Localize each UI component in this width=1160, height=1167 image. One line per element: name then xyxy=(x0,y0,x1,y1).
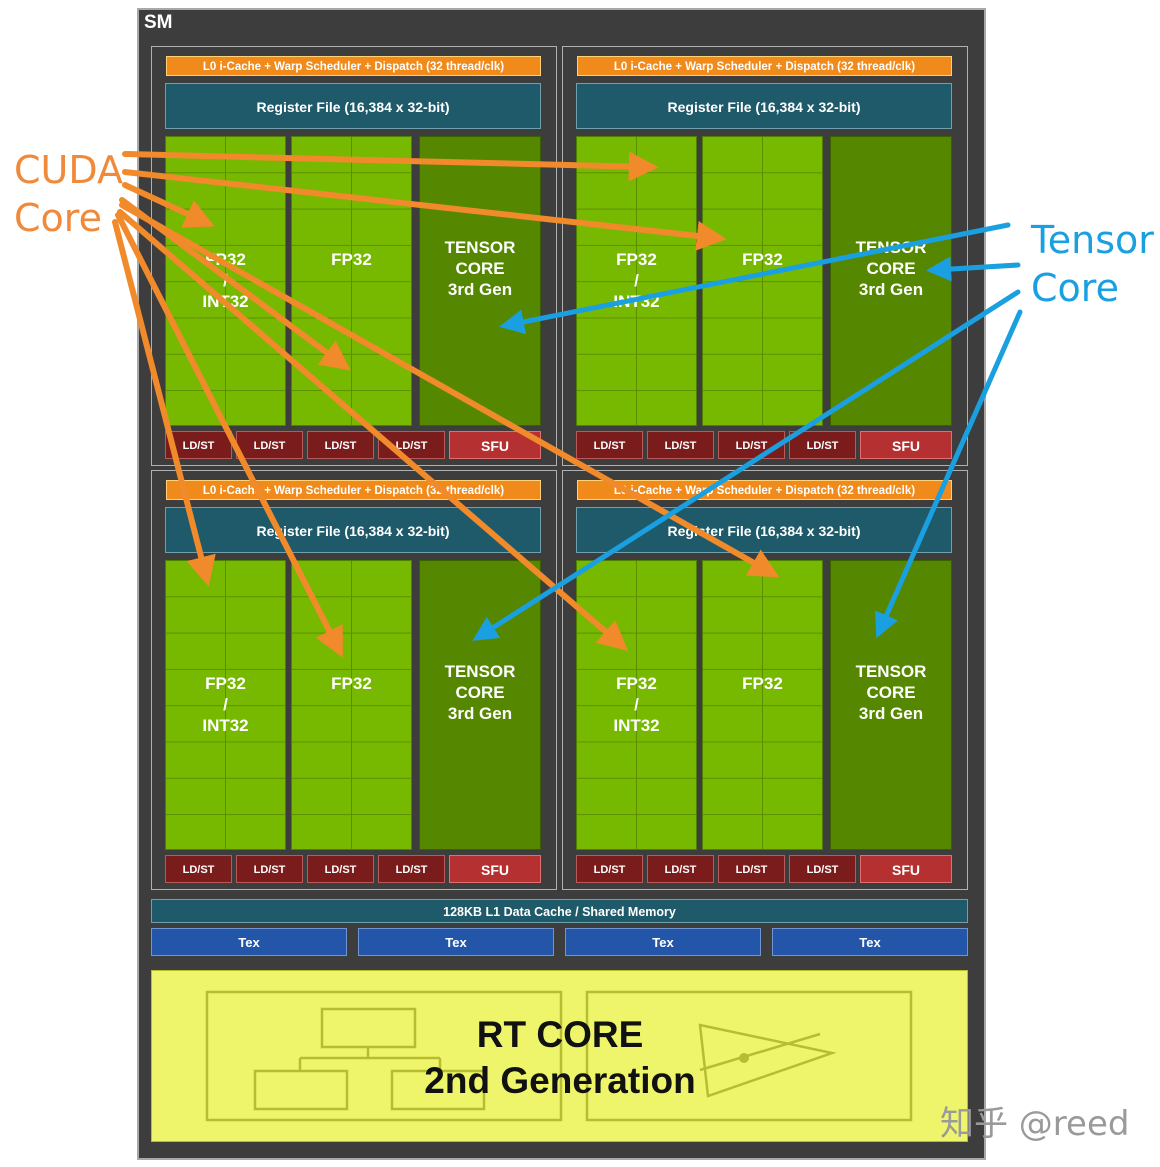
tex-unit: Tex xyxy=(565,928,761,956)
fp32-int32-label: FP32 / INT32 xyxy=(166,673,285,736)
cuda-arrow xyxy=(122,182,215,228)
unit-label-line: INT32 xyxy=(202,716,249,735)
ldst-unit: LD/ST xyxy=(718,855,785,883)
unit-label-line: INT32 xyxy=(613,716,660,735)
ldst-unit: LD/ST xyxy=(718,431,785,459)
unit-label-line: / xyxy=(634,695,639,714)
cuda-core-callout: CUDA Core xyxy=(14,146,123,242)
l1-data-cache: 128KB L1 Data Cache / Shared Memory xyxy=(151,899,968,923)
sm-partition xyxy=(151,470,557,890)
tensor-label-line: CORE xyxy=(455,259,505,278)
warp-scheduler-bar: L0 i-Cache + Warp Scheduler + Dispatch (… xyxy=(577,480,952,500)
tensor-core-unit: TENSOR CORE 3rd Gen xyxy=(419,136,541,426)
cuda-arrow xyxy=(119,202,780,578)
fp32-unit: FP32 xyxy=(702,136,823,426)
ldst-unit: LD/ST xyxy=(378,431,445,459)
tensor-core-label: TENSOR CORE 3rd Gen xyxy=(420,237,540,300)
tex-unit: Tex xyxy=(151,928,347,956)
cuda-arrow xyxy=(112,219,216,587)
tensor-callout-line2: Core xyxy=(1031,266,1119,310)
tensor-label-line: 3rd Gen xyxy=(447,280,513,299)
tex-unit: Tex xyxy=(772,928,968,956)
tensor-label-line: 3rd Gen xyxy=(447,704,513,723)
unit-label-line: FP32 xyxy=(616,674,657,693)
ldst-unit: LD/ST xyxy=(647,855,714,883)
ldst-unit: LD/ST xyxy=(789,855,856,883)
unit-label-line: FP32 xyxy=(616,250,657,269)
sfu-unit: SFU xyxy=(449,855,541,883)
tex-unit: Tex xyxy=(358,928,554,956)
cuda-callout-line2: Core xyxy=(14,196,102,240)
tensor-arrow xyxy=(499,222,1011,335)
ldst-unit: LD/ST xyxy=(647,431,714,459)
fp32-int32-unit: FP32/INT32 xyxy=(576,136,697,426)
tensor-label-line: 3rd Gen xyxy=(858,280,924,299)
sfu-unit: SFU xyxy=(860,431,952,459)
rt-core-title: RT CORE 2nd Generation xyxy=(360,1012,760,1104)
tensor-core-label: TENSOR CORE 3rd Gen xyxy=(420,661,540,724)
fp32-label: FP32 xyxy=(331,250,372,269)
cuda-arrow xyxy=(115,212,343,658)
fp32-int32-label: FP32 / INT32 xyxy=(577,673,696,736)
fp32-label: FP32 xyxy=(331,674,372,693)
cuda-arrow xyxy=(122,151,659,182)
rt-core-line2: 2nd Generation xyxy=(424,1060,696,1101)
rt-core-line1: RT CORE xyxy=(476,1014,644,1055)
fp32-label: FP32 xyxy=(742,674,783,693)
tensor-label-line: 3rd Gen xyxy=(858,704,924,723)
register-file: Register File (16,384 x 32-bit) xyxy=(165,507,541,553)
tensor-arrow xyxy=(926,256,1021,282)
tensor-core-label: TENSOR CORE 3rd Gen xyxy=(831,661,951,724)
sm-partition xyxy=(151,46,557,466)
ldst-unit: LD/ST xyxy=(576,855,643,883)
fp32-unit: FP32 xyxy=(291,136,412,426)
tensor-label-line: CORE xyxy=(866,259,916,278)
warp-scheduler-bar: L0 i-Cache + Warp Scheduler + Dispatch (… xyxy=(577,56,952,76)
tensor-core-unit: TENSOR CORE 3rd Gen xyxy=(419,560,541,850)
fp32-label: FP32 xyxy=(742,250,783,269)
unit-label-line: / xyxy=(223,695,228,714)
sfu-unit: SFU xyxy=(449,431,541,459)
cuda-arrow xyxy=(117,209,629,652)
fp32-unit: FP32 xyxy=(291,560,412,850)
sfu-unit: SFU xyxy=(860,855,952,883)
tensor-arrow xyxy=(875,309,1023,639)
fp32-int32-unit: FP32 / INT32 xyxy=(165,560,286,850)
tensor-label-line: CORE xyxy=(866,683,916,702)
sm-partition xyxy=(562,470,968,890)
ldst-unit: LD/ST xyxy=(236,431,303,459)
ldst-unit: LD/ST xyxy=(378,855,445,883)
tensor-callout-line1: Tensor xyxy=(1031,218,1154,262)
sm-partition xyxy=(562,46,968,466)
unit-label-line: / xyxy=(634,271,639,290)
fp32-unit: FP32 xyxy=(702,560,823,850)
tensor-label-line: TENSOR xyxy=(444,662,516,681)
fp32-int32-unit: FP32 / INT32 xyxy=(576,560,697,850)
warp-scheduler-bar: L0 i-Cache + Warp Scheduler + Dispatch (… xyxy=(166,56,541,76)
tensor-arrow xyxy=(472,289,1021,641)
ldst-unit: LD/ST xyxy=(789,431,856,459)
ldst-unit: LD/ST xyxy=(576,431,643,459)
cuda-arrow xyxy=(122,169,727,251)
tensor-core-callout: Tensor Core xyxy=(1031,216,1154,312)
ldst-unit: LD/ST xyxy=(307,431,374,459)
ldst-unit: LD/ST xyxy=(236,855,303,883)
unit-label-line: FP32 xyxy=(205,674,246,693)
rt-core-block xyxy=(151,970,968,1142)
tensor-label-line: TENSOR xyxy=(444,238,516,257)
register-file: Register File (16,384 x 32-bit) xyxy=(165,83,541,129)
watermark: 知乎 @reed xyxy=(940,1104,1130,1144)
sm-title: SM xyxy=(144,12,173,33)
cuda-callout-line1: CUDA xyxy=(14,148,123,192)
tensor-label-line: TENSOR xyxy=(855,662,927,681)
ldst-unit: LD/ST xyxy=(165,855,232,883)
tensor-label-line: CORE xyxy=(455,683,505,702)
register-file: Register File (16,384 x 32-bit) xyxy=(576,83,952,129)
ldst-unit: LD/ST xyxy=(307,855,374,883)
register-file: Register File (16,384 x 32-bit) xyxy=(576,507,952,553)
